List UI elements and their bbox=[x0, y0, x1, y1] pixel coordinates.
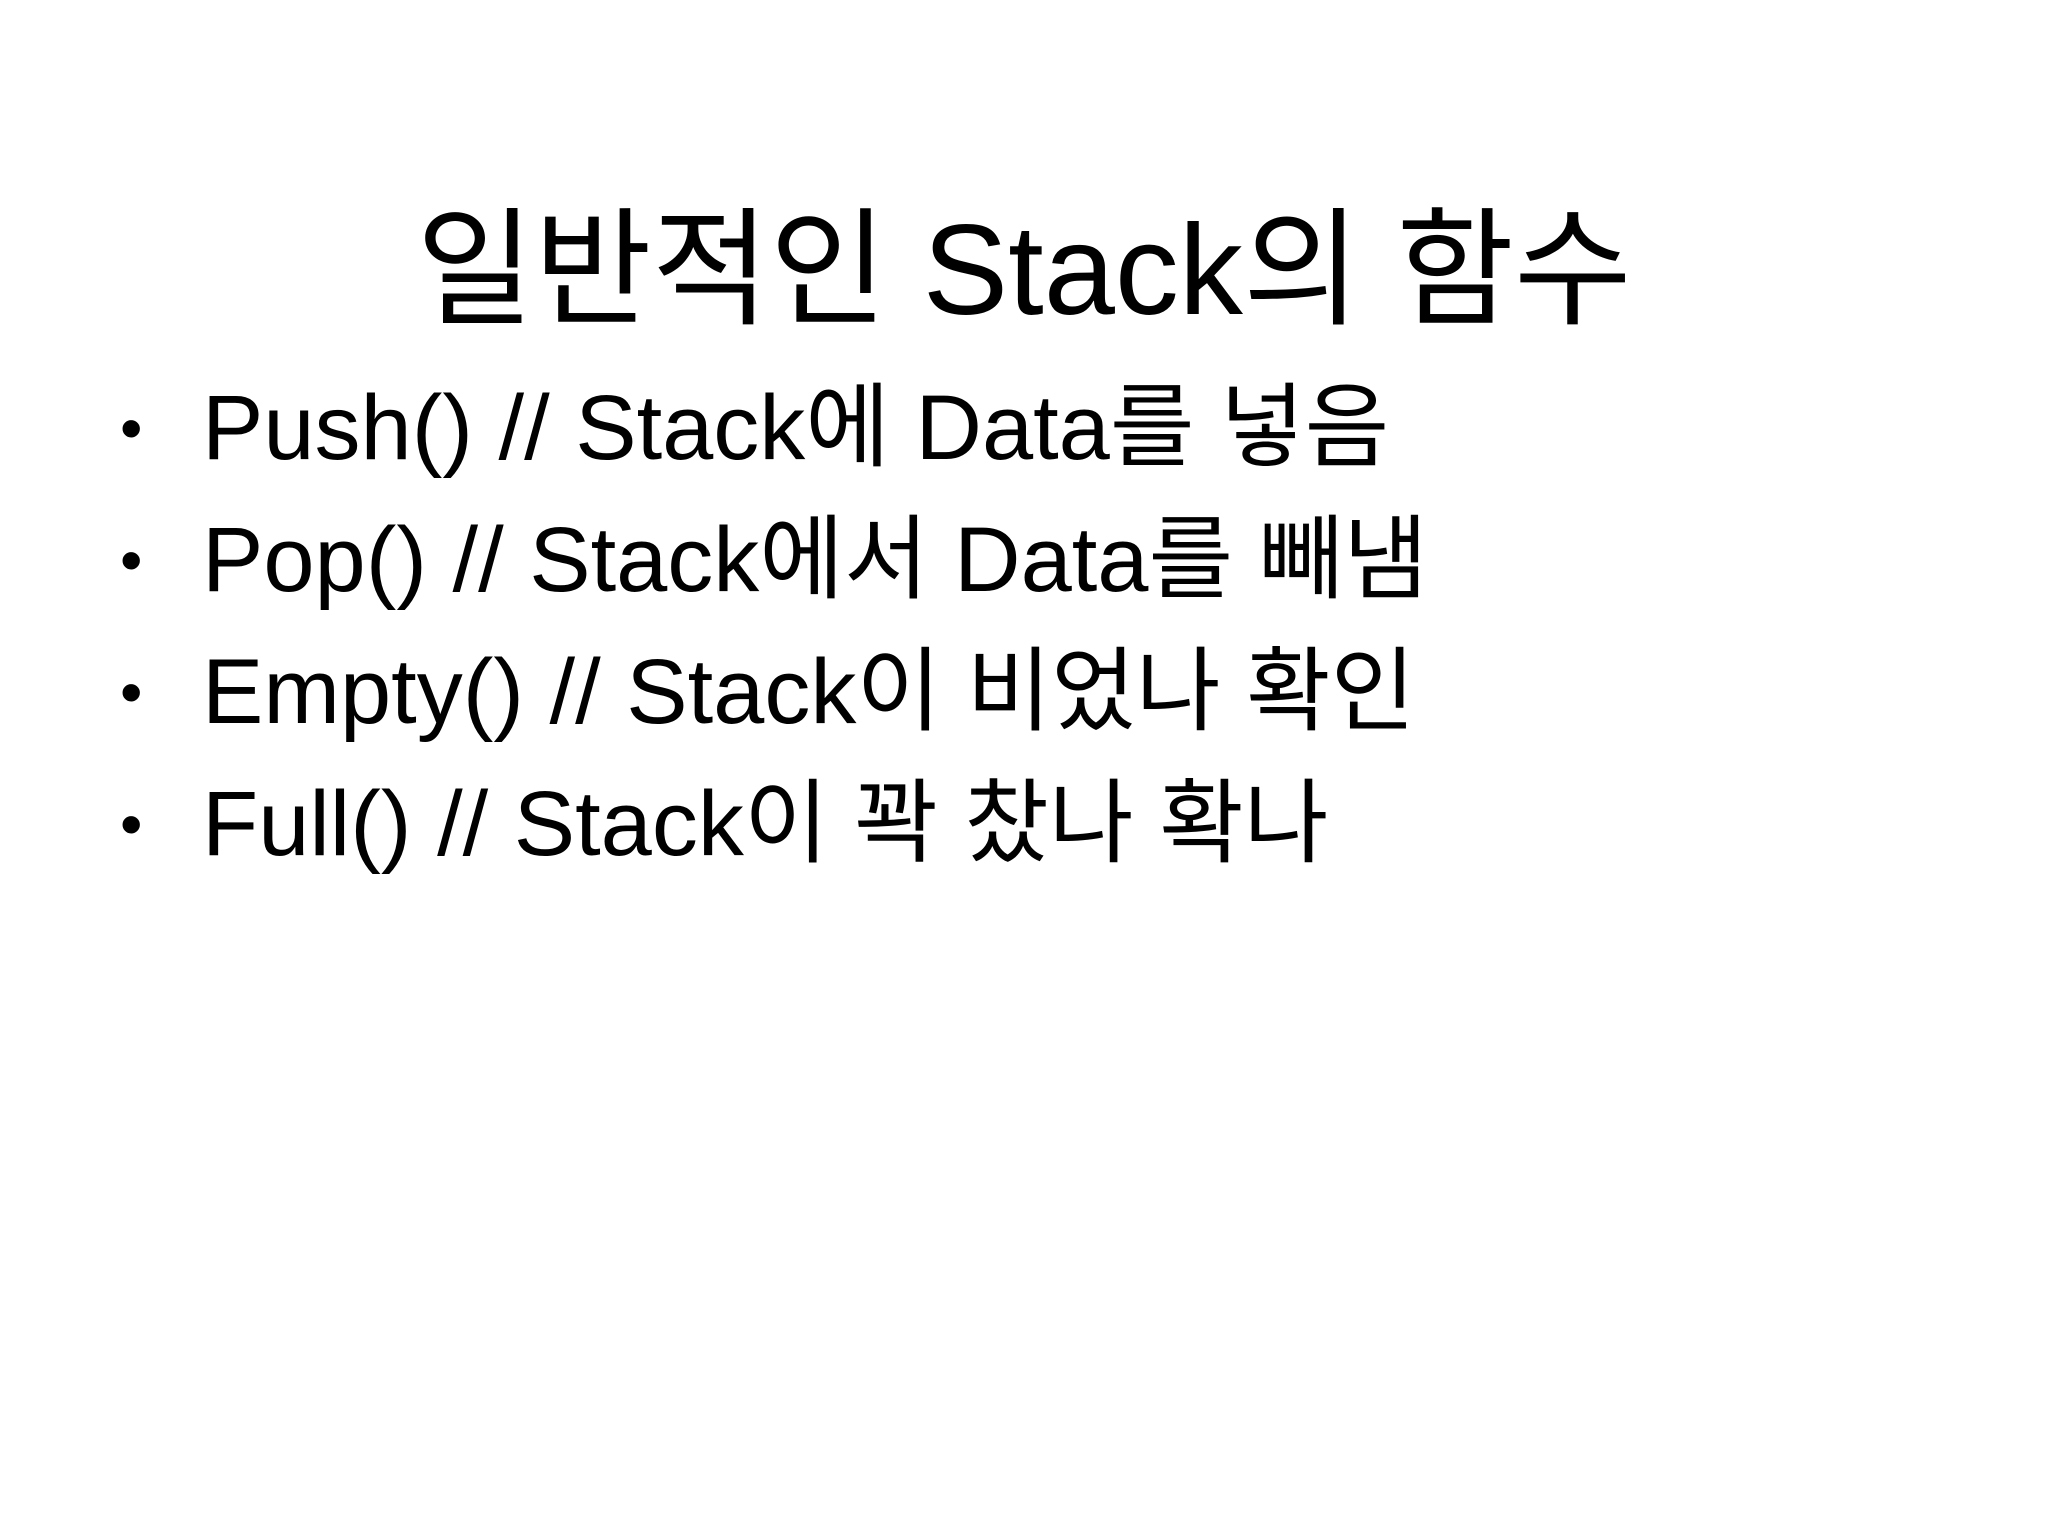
list-item-text: Push() // Stack에 Data를 넣음 bbox=[202, 377, 1390, 479]
list-item-empty: • Empty() // Stack이 비었나 확인 bbox=[120, 626, 1428, 758]
bullet-icon: • bbox=[120, 392, 143, 464]
list-item-text: Full() // Stack이 꽉 찼나 확나 bbox=[202, 773, 1329, 875]
bullet-icon: • bbox=[120, 524, 143, 596]
list-item-full: • Full() // Stack이 꽉 찼나 확나 bbox=[120, 758, 1428, 890]
list-item-push: • Push() // Stack에 Data를 넣음 bbox=[120, 362, 1428, 494]
list-item-pop: • Pop() // Stack에서 Data를 빼냄 bbox=[120, 494, 1428, 626]
list-item-text: Pop() // Stack에서 Data를 빼냄 bbox=[202, 509, 1428, 611]
list-item-text: Empty() // Stack이 비었나 확인 bbox=[202, 641, 1416, 743]
slide-title: 일반적인 Stack의 함수 bbox=[416, 198, 1632, 342]
bullet-icon: • bbox=[120, 788, 143, 860]
bullet-icon: • bbox=[120, 656, 143, 728]
bullet-list: • Push() // Stack에 Data를 넣음 • Pop() // S… bbox=[120, 362, 1428, 890]
